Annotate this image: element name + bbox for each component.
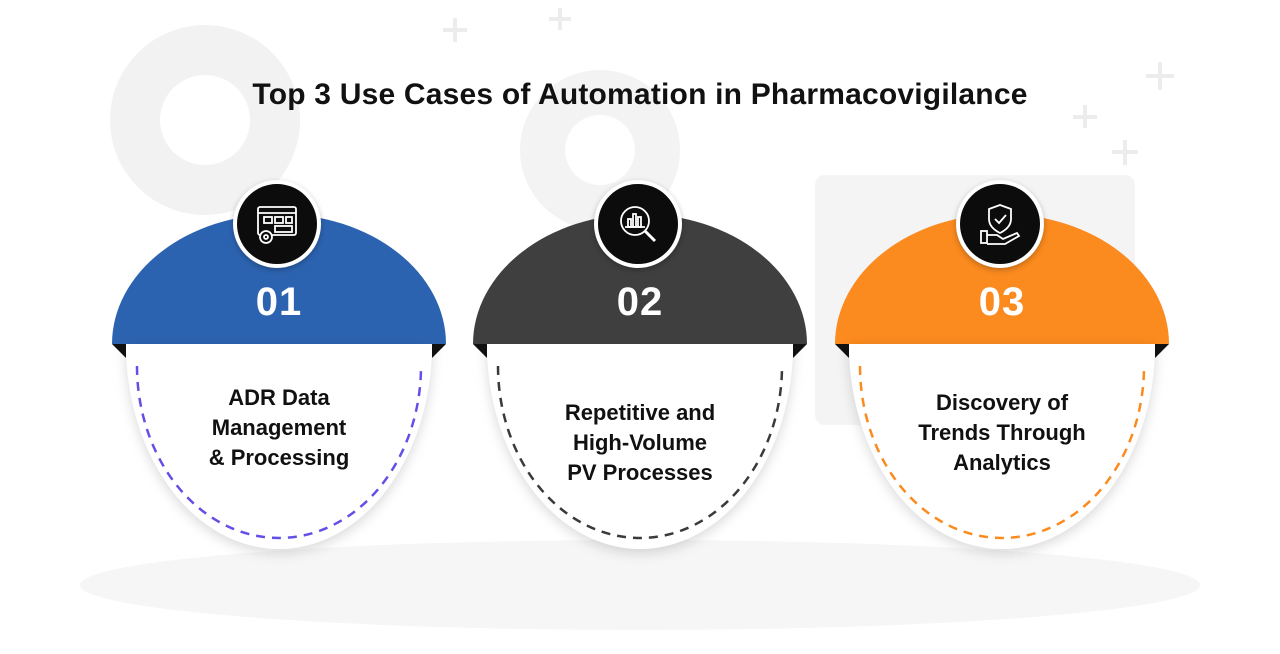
card-body — [849, 344, 1155, 549]
card-header-arc — [835, 214, 1169, 344]
floor-shadow — [80, 540, 1200, 630]
card-label: Repetitive and High-Volume PV Processes — [530, 398, 750, 488]
dashboard-gear-icon — [257, 206, 297, 244]
card-label-line-2: Management — [211, 415, 347, 440]
card-header-arc — [473, 214, 807, 344]
card-shape — [835, 214, 1169, 549]
card-body — [487, 344, 793, 549]
card-shape — [112, 214, 446, 549]
icon-badge — [594, 180, 682, 268]
card-label-line-1: Discovery of — [935, 390, 1069, 415]
icon-badge — [233, 180, 321, 268]
use-case-card-3: 03 Discovery of Trends Through Analytics — [835, 180, 1175, 560]
use-case-card-2: 02 Repetitive and High-Volume PV Process… — [473, 180, 813, 560]
card-label-line-3: & Processing — [208, 445, 350, 470]
chart-magnifier-icon — [620, 206, 657, 243]
shield-hand-icon — [980, 204, 1021, 245]
card-body — [126, 344, 432, 549]
card-number: 01 — [255, 280, 303, 324]
card-label-line-3: PV Processes — [567, 460, 713, 485]
icon-badge — [956, 180, 1044, 268]
dashed-border — [858, 365, 1146, 540]
dashed-border — [496, 365, 784, 540]
card-label-line-1: Repetitive and — [564, 400, 716, 425]
dashed-border — [135, 365, 423, 540]
card-label-line-2: High-Volume — [572, 430, 708, 455]
card-label-line-2: Trends Through — [918, 420, 1086, 445]
card-label: ADR Data Management & Processing — [179, 383, 379, 473]
card-number: 03 — [978, 280, 1026, 324]
page-title: Top 3 Use Cases of Automation in Pharmac… — [252, 78, 1028, 111]
plus-icon — [443, 8, 1174, 165]
card-shape — [473, 214, 807, 549]
card-label-line-1: ADR Data — [228, 385, 330, 410]
card-label: Discovery of Trends Through Analytics — [892, 388, 1112, 478]
use-case-card-1: 01 ADR Data Management & Processing — [112, 180, 452, 560]
card-header-arc — [112, 214, 446, 344]
card-label-line-3: Analytics — [953, 450, 1051, 475]
card-number: 02 — [616, 280, 664, 324]
